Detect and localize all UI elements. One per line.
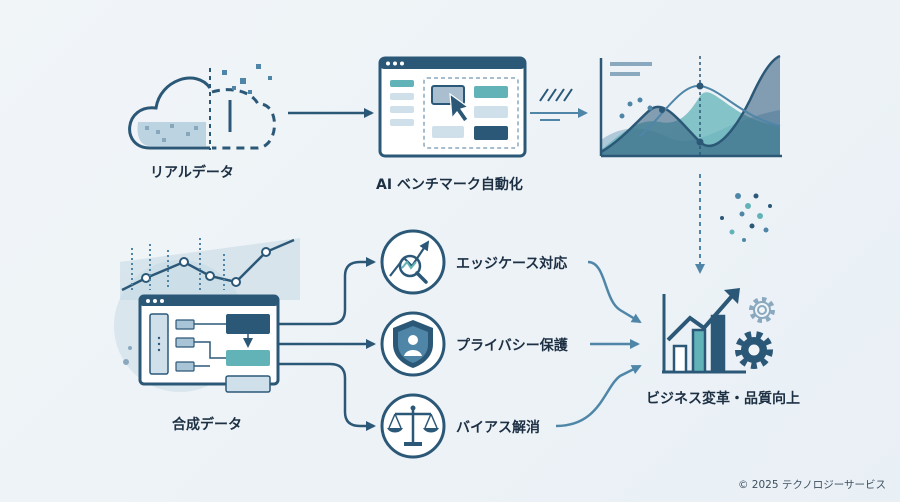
growth-chart-icon (662, 288, 746, 374)
cloud-icon (128, 64, 276, 150)
copyright: © 2025 テクノロジーサービス (737, 479, 886, 491)
balance-scale-icon (380, 393, 446, 459)
gear-large-icon (735, 331, 773, 369)
label-bias: バイアス解消 (456, 420, 540, 436)
merge-arrows (555, 260, 642, 428)
branch-arrows (278, 257, 376, 431)
trend-magnifier-icon (380, 229, 446, 295)
label-real-data: リアルデータ (150, 165, 234, 181)
label-business: ビジネス変革・品質向上 (646, 391, 800, 407)
synthetic-data-icon (114, 238, 300, 393)
label-edge-case: エッジケース対応 (456, 256, 568, 272)
performance-chart-icon (599, 54, 782, 158)
shield-user-icon (380, 311, 446, 377)
browser-window-icon (378, 56, 527, 158)
arrow-ai-to-chart (530, 108, 588, 121)
label-privacy: プライバシー保護 (456, 338, 568, 354)
gear-small-icon (749, 297, 775, 323)
speed-lines (539, 88, 573, 102)
label-synthetic-data: 合成データ (172, 417, 242, 433)
label-ai-benchmark: AI ベンチマーク自動化 (376, 177, 523, 193)
scatter-dots (720, 193, 772, 242)
